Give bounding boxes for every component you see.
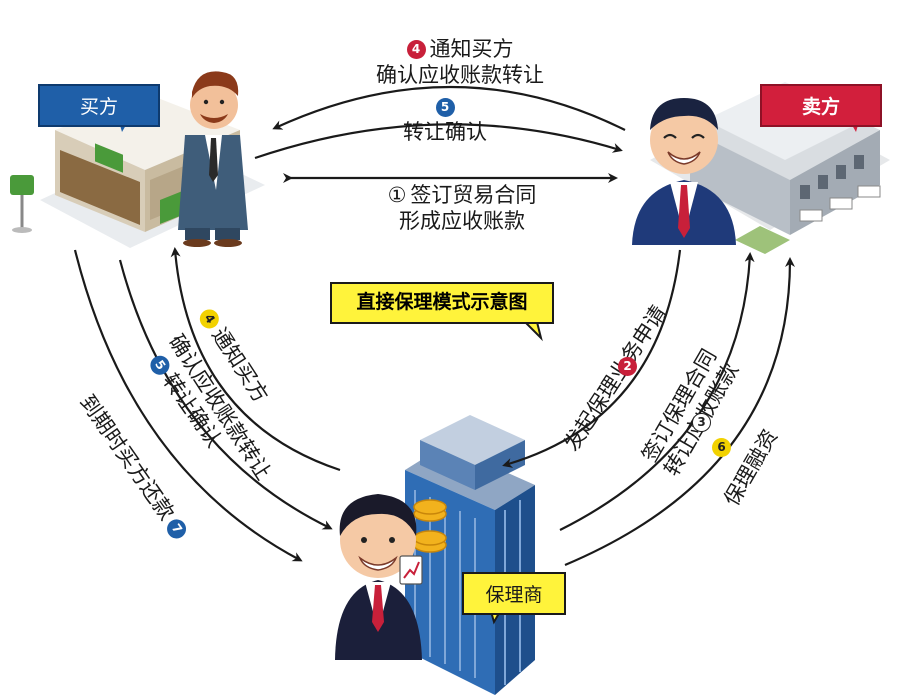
step-badge-4-top: 4 (406, 40, 426, 59)
step-badge-3-right: 3 (692, 413, 711, 432)
factor-badge: 保理商 (462, 572, 566, 615)
arrow-repay (73, 249, 303, 562)
seller-label: 卖方 (801, 96, 840, 118)
arrow-confirm-left (118, 259, 333, 530)
arrow-notify-top (272, 85, 626, 131)
buyer-label: 买方 (79, 96, 118, 118)
step-badge-5-top: 5 (435, 98, 455, 117)
label-confirm-top: 5 转让确认 (403, 98, 487, 144)
arrows (73, 85, 795, 567)
diagram-title-text: 直接保理模式示意图 (356, 291, 528, 313)
buyer-illustration (10, 71, 265, 248)
step-badge-6-right: 6 (712, 438, 731, 457)
seller-illustration (632, 82, 890, 254)
factor-person (335, 494, 423, 660)
buyer-badge: 买方 (38, 84, 160, 127)
step-badge-1-top: ① (387, 183, 407, 207)
factor-illustration (335, 415, 535, 695)
seller-person (632, 98, 736, 245)
seller-badge: 卖方 (760, 84, 882, 127)
arrow-financing (564, 257, 795, 567)
arrow-confirm-top (254, 123, 623, 160)
arrow-apply (502, 249, 682, 468)
step-badge-2-right: 2 (618, 357, 637, 376)
arrow-notify-left (170, 247, 341, 472)
factor-label: 保理商 (485, 584, 543, 606)
diagram-title: 直接保理模式示意图 (330, 282, 554, 324)
buyer-person (178, 71, 248, 247)
step-badge-7-left: 7 (163, 515, 190, 543)
